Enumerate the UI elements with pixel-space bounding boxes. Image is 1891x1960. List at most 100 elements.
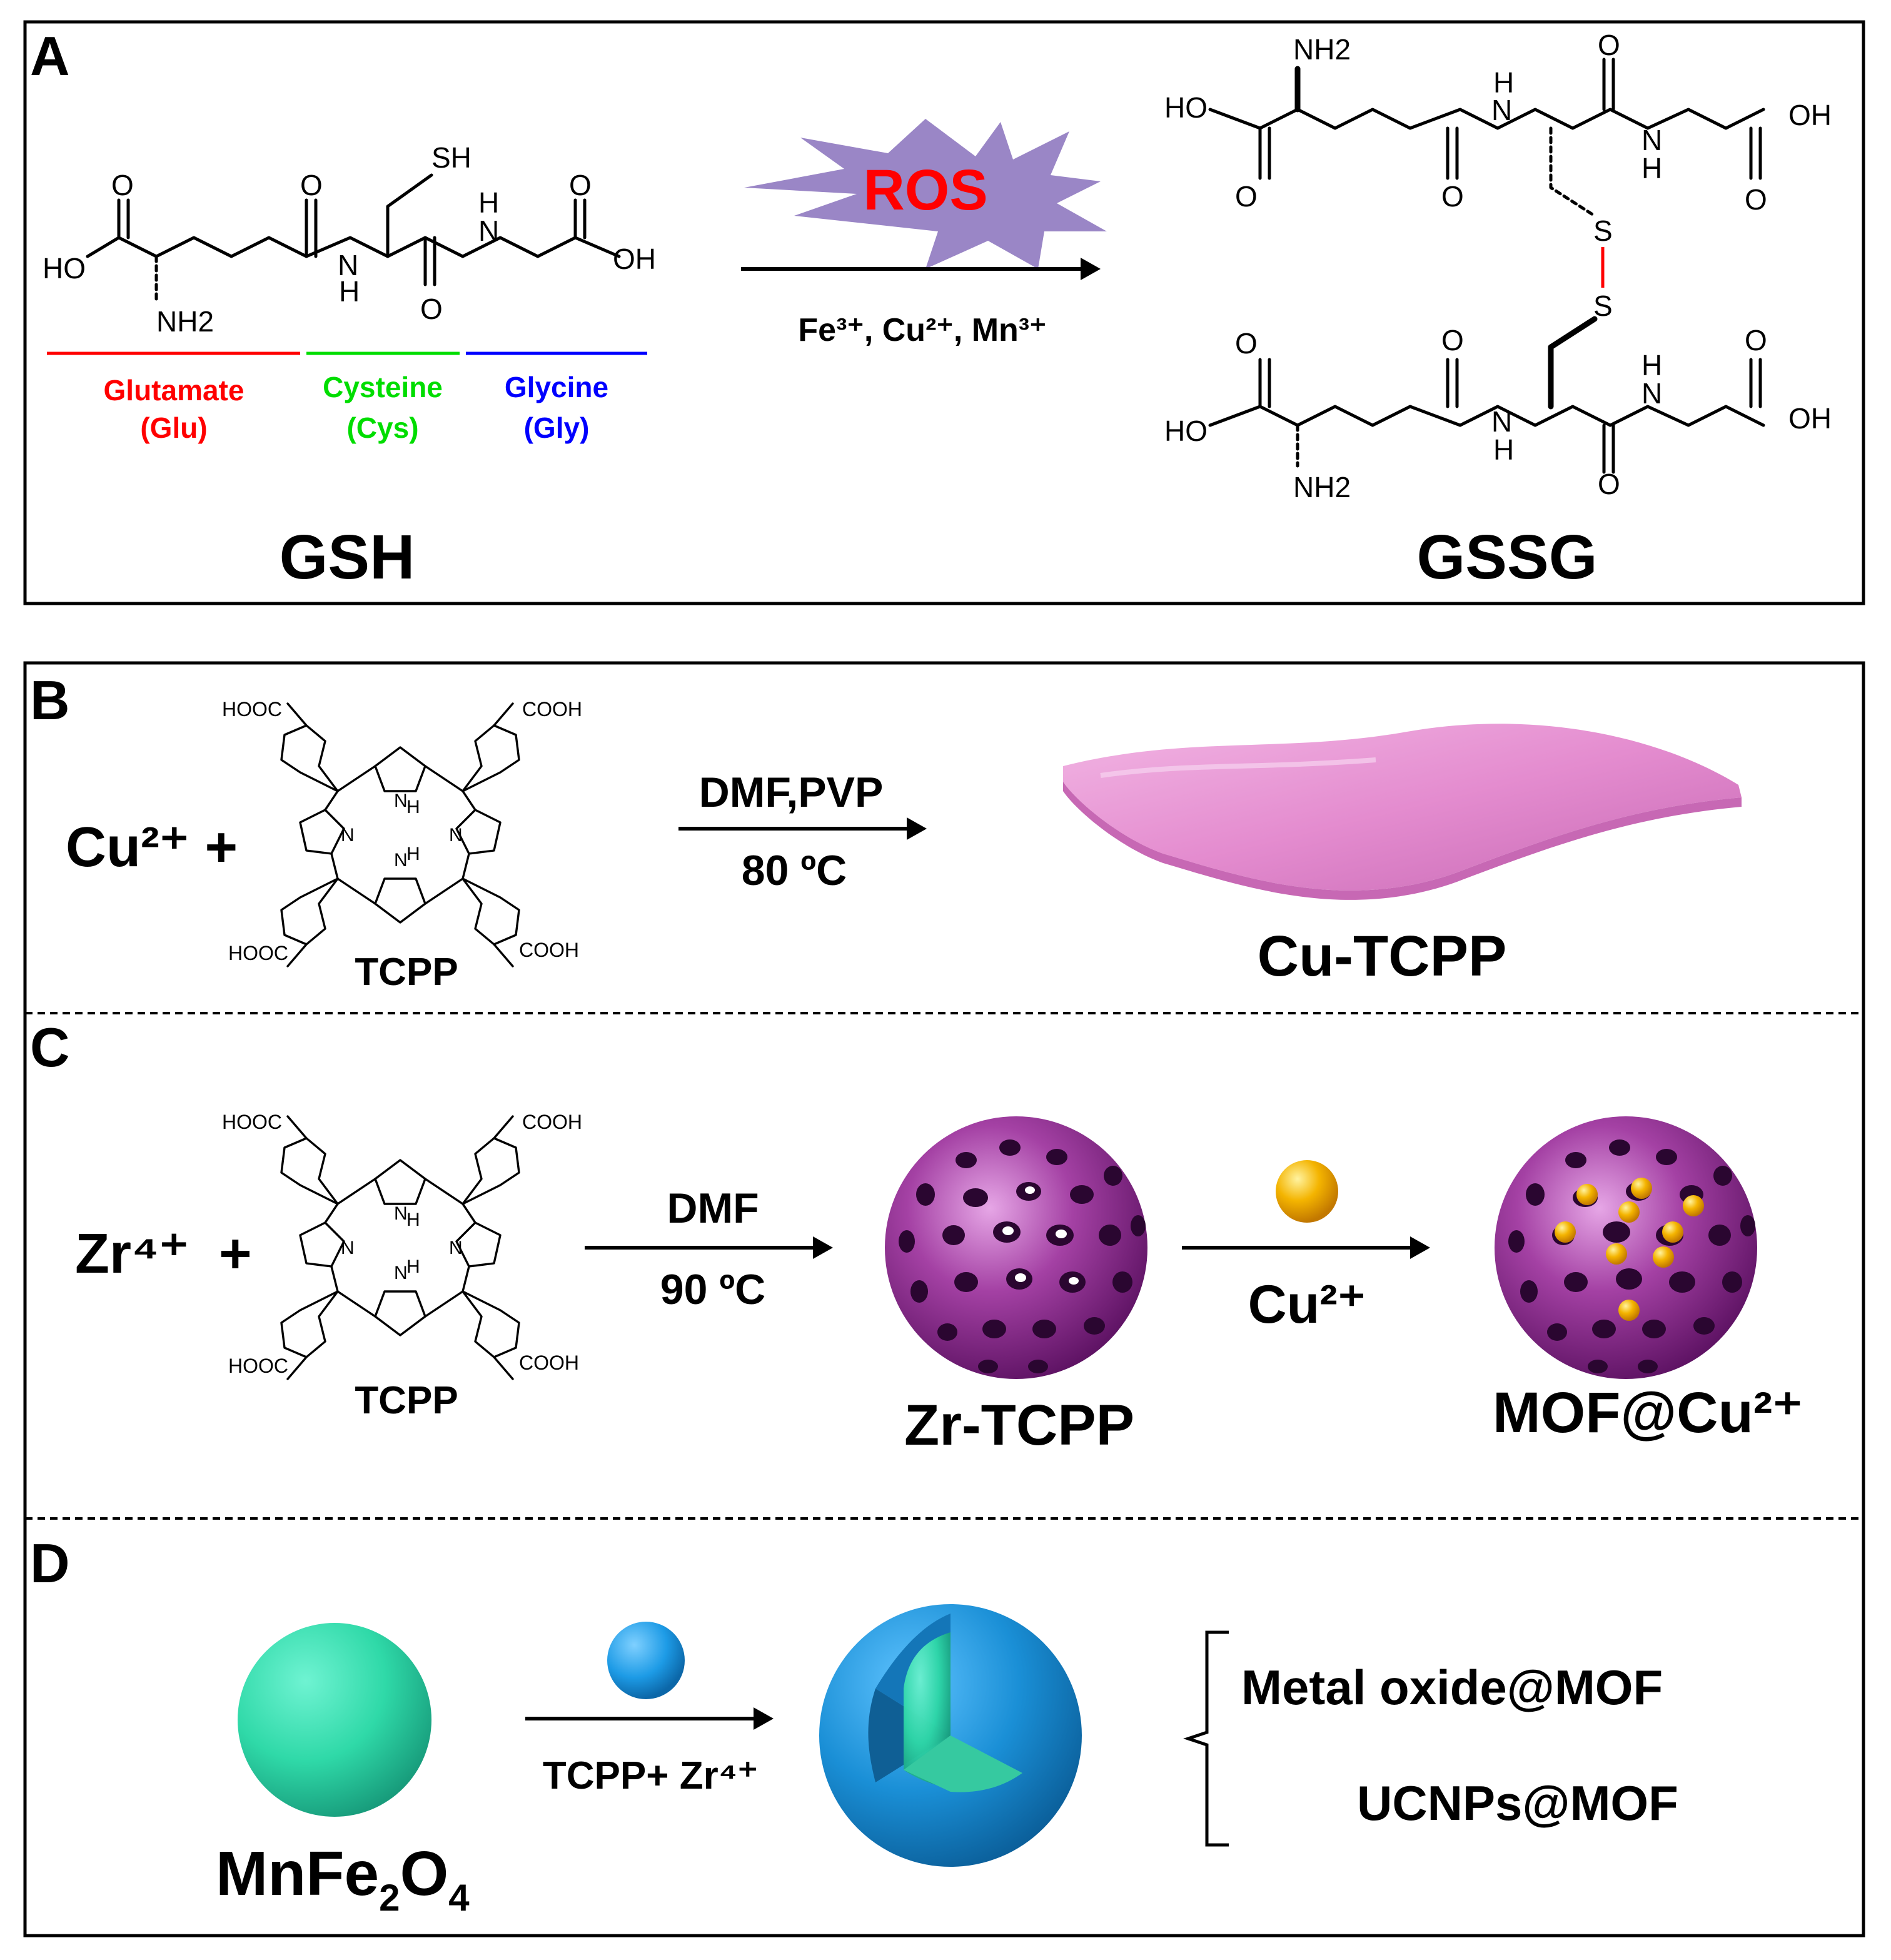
gssg-name: GSSG [1417,522,1598,592]
zr-tcpp-sphere [885,1116,1147,1379]
cu-tcpp-name: Cu-TCPP [1258,924,1507,988]
panel-c-step2-bottom: Cu²⁺ [1248,1275,1366,1335]
panel-c-label: C [30,1016,70,1078]
gssg-s1: S [1593,215,1613,247]
tcpp-c-cooh-tr: COOH [522,1111,582,1133]
mof-cu-sphere [1495,1116,1757,1379]
gsh-atom-h1: H [339,275,360,308]
tcpp-b-cooh-bl: HOOC [228,942,288,964]
catalysts-label: Fe³⁺, Cu²⁺, Mn³⁺ [798,312,1046,348]
gssg-bottom-ho: HO [1164,415,1208,447]
reaction-arrow-a [741,258,1101,280]
tcpp-c-cooh-tl: HOOC [222,1111,282,1133]
panels-bcd-frame [23,661,1865,1937]
option-ucnps-mof: UCNPs@MOF [1357,1776,1678,1831]
gsh-atom-o1: O [111,169,134,201]
tcpp-c-nh-top: N [394,1203,408,1224]
reaction-arrow-c1 [585,1236,833,1259]
cysteine-abbr: (Cys) [346,412,418,444]
panel-d-label: D [30,1532,70,1594]
mnfe2o4-label: MnFe2O4 [216,1839,470,1919]
mnfe2o4-core-sphere [238,1623,431,1817]
gssg-bottom-oh: OH [1788,402,1832,435]
tcpp-c-nh-bottom: N [394,1263,408,1283]
panel-c-step1-top: DMF [667,1185,759,1232]
tcpp-b-n-right: N [449,825,463,846]
panel-b-label: B [30,669,70,731]
tcpp-c-cooh-br: COOH [519,1351,579,1374]
zr-tcpp-name: Zr-TCPP [904,1393,1134,1457]
gssg-structure: NH2 HO O H N O O N H O OH S S O HO NH2 O… [1164,29,1832,503]
gssg-top-o1: O [1235,180,1258,213]
option-metal-oxide-mof: Metal oxide@MOF [1241,1660,1663,1715]
gsh-atom-nh2: NH2 [156,305,214,338]
gssg-bottom-o3: O [1598,468,1620,500]
panel-b-conditions-bottom: 80 ºC [742,847,847,894]
gssg-top-nh2: NH2 [1293,33,1351,66]
gssg-bottom-o4: O [1745,324,1767,356]
gsh-atom-h2: H [478,186,499,219]
reaction-arrow-c2 [1182,1236,1430,1259]
gssg-top-h: H [1493,66,1514,99]
core-shell-sphere [819,1604,1082,1867]
glycine-abbr: (Gly) [524,412,590,444]
tcpp-c-h-bottom: H [406,1256,420,1277]
tcpp-b-cooh-tr: COOH [522,698,582,720]
panel-b-reactant: Cu²⁺ + [66,816,238,879]
tcpp-b-nh-top: N [394,791,408,811]
tcpp-c-n-right: N [449,1238,463,1258]
gssg-top-o4: O [1745,183,1767,216]
tcpp-b-n-left: N [341,825,355,846]
tcpp-c-n-left: N [341,1238,355,1258]
gsh-atom-n2: N [478,215,499,247]
panel-c-reactant: Zr⁴⁺ [75,1223,189,1285]
gssg-top-oh: OH [1788,99,1832,131]
tcpp-c-h-top: H [406,1210,420,1230]
ros-label: ROS [863,158,987,222]
tcpp-b-h-bottom: H [406,844,420,864]
gsh-atom-o2: O [300,169,323,201]
gssg-bottom-h2: H [1641,349,1662,381]
panel-b-conditions-top: DMF,PVP [699,769,884,816]
reaction-arrow-b [678,817,927,840]
gsh-name: GSH [280,522,415,592]
gssg-bottom-nh2: NH2 [1293,471,1351,503]
tcpp-structure-b: HOOC COOH HOOC COOH N N N H N H [222,698,582,967]
gsh-atom-ho: HO [43,252,86,285]
gsh-atom-sh: SH [431,141,471,174]
gssg-bottom-o1: O [1235,327,1258,360]
tcpp-b-cooh-tl: HOOC [222,698,282,720]
gssg-top-ho: HO [1164,91,1208,124]
gssg-bottom-o2: O [1441,324,1464,356]
gsh-atom-oh: OH [613,243,656,275]
reaction-arrow-d [525,1707,774,1730]
tcpp-b-h-top: H [406,797,420,817]
cu-ion-ball [1276,1160,1338,1223]
tcpp-c-name: TCPP [355,1379,458,1422]
gssg-top-o2: O [1441,180,1464,213]
mof-cu-name: MOF@Cu²⁺ [1493,1381,1803,1445]
tcpp-b-name: TCPP [355,951,458,994]
tcpp-b-cooh-br: COOH [519,939,579,961]
panel-c-step1-bottom: 90 ºC [660,1266,765,1313]
cysteine-label: Cysteine [323,371,443,403]
shell-precursor-ball [607,1622,685,1699]
gssg-top-h2: H [1641,152,1662,184]
gssg-top-n2: N [1641,124,1662,156]
gsh-atom-n: N [338,249,358,281]
glutamate-abbr: (Glu) [140,412,207,444]
tcpp-c-cooh-bl: HOOC [228,1355,288,1377]
gsh-atom-o3: O [420,293,443,325]
panel-a-label: A [30,25,70,87]
panel-d-conditions: TCPP+ Zr⁴⁺ [543,1754,758,1797]
tcpp-b-nh-bottom: N [394,850,408,871]
gssg-top-o3: O [1598,29,1620,61]
gssg-top-n: N [1491,94,1512,126]
cu-tcpp-nanosheet [1063,724,1742,900]
gsh-atom-o4: O [569,169,592,201]
gssg-bottom-n2: N [1641,377,1662,410]
glutamate-label: Glutamate [104,374,245,407]
ros-starburst [744,119,1107,269]
gssg-s2: S [1593,290,1613,322]
